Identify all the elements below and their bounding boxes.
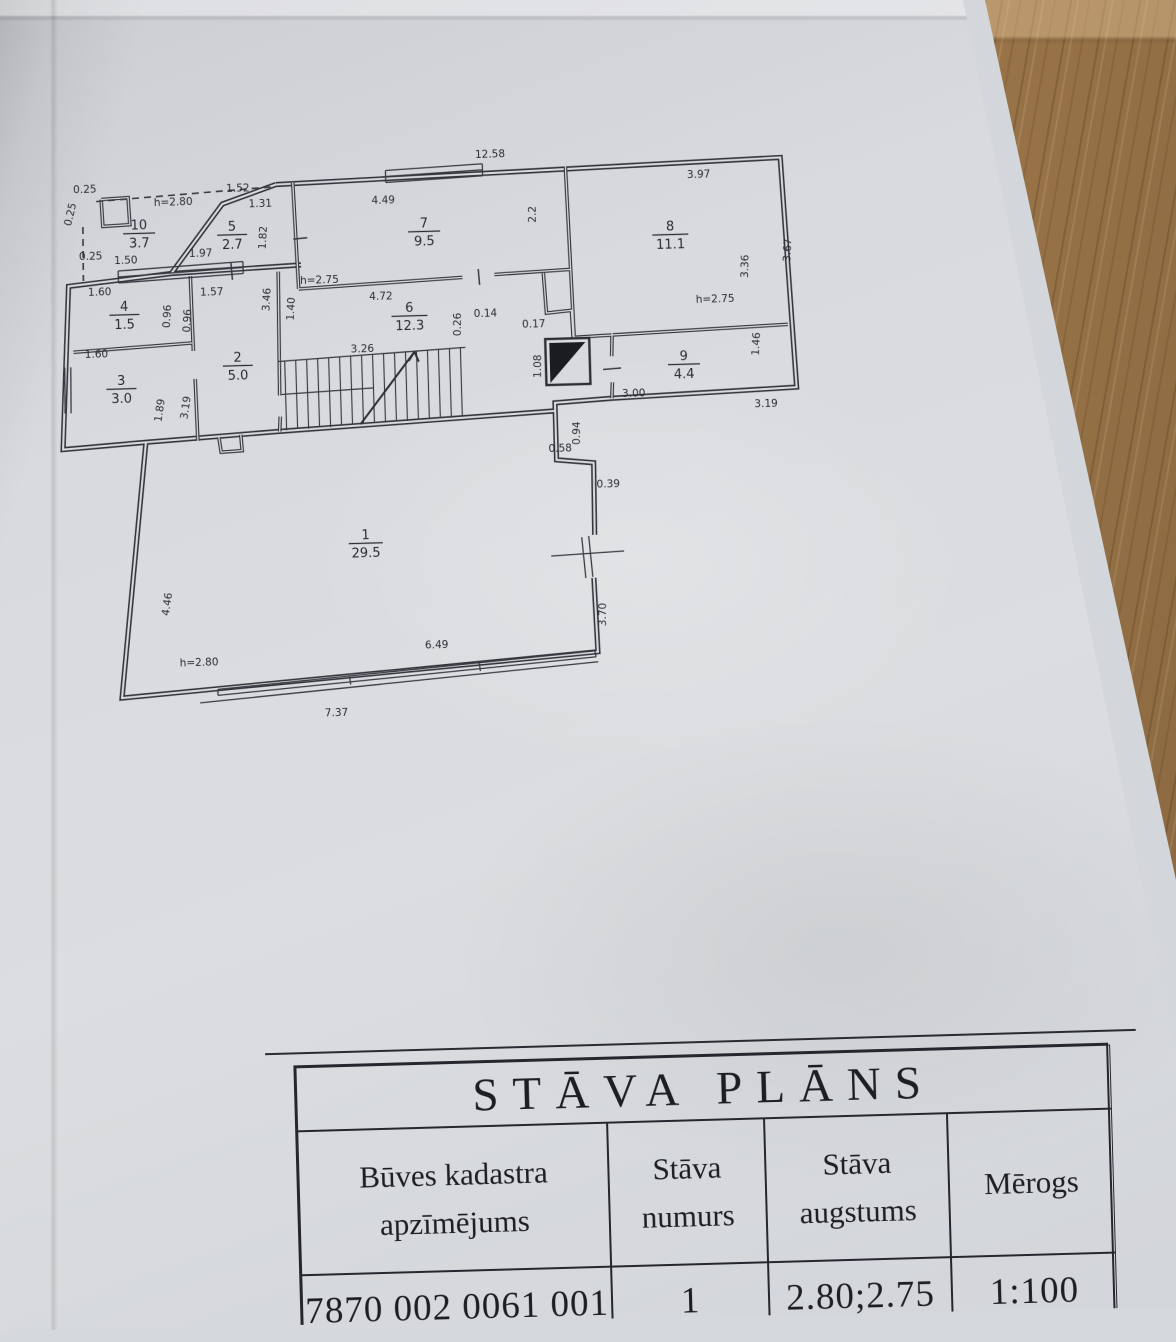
dim-label: 0.39 — [596, 478, 620, 491]
dim-label: 1.82 — [257, 226, 270, 250]
column-header-cadastre: Būves kadastra apzīmējums — [297, 1122, 612, 1276]
flue-symbol — [543, 336, 592, 387]
dim-label: 3.19 — [754, 398, 778, 411]
room-labels: 129.5 25.0 33.0 41.5 52.7 612.3 79.5 811… — [106, 216, 700, 562]
svg-text:3: 3 — [117, 374, 126, 389]
room-label: 94.4 — [667, 349, 700, 383]
svg-text:7: 7 — [420, 216, 429, 231]
svg-text:4.4: 4.4 — [674, 367, 695, 383]
svg-text:6: 6 — [405, 301, 414, 316]
room-label: 612.3 — [391, 301, 428, 334]
room-label: 33.0 — [106, 374, 137, 408]
dim-label: 0.25 — [79, 250, 103, 263]
title-block: STĀVA PLĀNS Būves kadastra apzīmējums St… — [265, 1028, 1136, 1342]
dim-label: 0.25 — [73, 184, 97, 197]
dim-label: 0.58 — [548, 442, 572, 455]
dim-label: 1.52 — [226, 182, 250, 195]
svg-text:12.3: 12.3 — [395, 318, 424, 334]
dim-label: 0.26 — [452, 312, 464, 336]
dim-label: 1.97 — [189, 247, 213, 260]
stair-direction-arrow — [359, 351, 420, 425]
dim-label: 1.50 — [114, 254, 138, 267]
svg-text:9.5: 9.5 — [414, 234, 435, 250]
dim-label: 0.14 — [474, 307, 498, 320]
dim-label: 3.19 — [178, 395, 193, 420]
svg-text:2.7: 2.7 — [222, 238, 243, 254]
svg-text:5: 5 — [228, 220, 237, 235]
svg-text:3.7: 3.7 — [129, 236, 150, 252]
room-label: 41.5 — [109, 300, 140, 334]
dim-label: 1.60 — [85, 348, 109, 361]
svg-text:11.1: 11.1 — [656, 237, 685, 253]
dim-label: 0.25 — [62, 202, 79, 228]
svg-text:8: 8 — [666, 219, 675, 234]
dim-label: 0.94 — [571, 421, 583, 445]
dim-label: 0.96 — [161, 304, 174, 328]
room-label: 79.5 — [408, 216, 441, 250]
dim-label: 1.40 — [285, 297, 298, 321]
dim-label: 1.89 — [152, 398, 167, 423]
dim-label: 2.2 — [527, 206, 539, 223]
column-header-floor-number: Stāva numurs — [607, 1118, 769, 1267]
svg-text:9: 9 — [679, 349, 688, 364]
dim-label: 4.72 — [369, 290, 393, 303]
column-header-scale: Mērogs — [946, 1108, 1116, 1258]
dim-label: 4.49 — [371, 194, 395, 207]
dim-label: 3.00 — [622, 387, 646, 400]
floor-plan-svg: 129.5 25.0 33.0 41.5 52.7 612.3 79.5 811… — [35, 148, 821, 720]
dim-label: 1.60 — [88, 286, 112, 299]
dim-label: 1.46 — [750, 332, 763, 356]
dim-label: 3.46 — [260, 287, 273, 311]
svg-text:29.5: 29.5 — [351, 546, 380, 562]
windows — [64, 163, 625, 704]
title-block-table: STĀVA PLĀNS Būves kadastra apzīmējums St… — [293, 1042, 1120, 1342]
dim-label: h=2.80 — [180, 656, 219, 669]
dim-label: 4.46 — [160, 591, 175, 616]
dim-label: 12.58 — [475, 148, 505, 161]
dashed-walls — [82, 185, 276, 281]
svg-text:1: 1 — [361, 528, 370, 543]
dim-label: 0.17 — [522, 318, 546, 331]
dim-label: 3.70 — [597, 603, 609, 626]
svg-text:5.0: 5.0 — [228, 368, 249, 384]
dim-label: 3.26 — [351, 343, 375, 356]
dim-label: 1.57 — [200, 286, 224, 299]
dim-label: 0.96 — [181, 308, 194, 332]
room-label: 103.7 — [123, 218, 156, 252]
svg-text:3.0: 3.0 — [111, 392, 132, 408]
svg-text:10: 10 — [130, 218, 147, 233]
room-label: 52.7 — [217, 220, 248, 254]
svg-text:1.5: 1.5 — [114, 318, 135, 334]
dim-label: h=2.80 — [154, 196, 193, 209]
room-label: 129.5 — [348, 528, 383, 562]
dim-label: 6.49 — [425, 639, 449, 652]
room-label: 811.1 — [652, 219, 689, 253]
dim-label: h=2.75 — [300, 274, 339, 287]
dim-label: 1.08 — [532, 354, 544, 377]
dim-label: 3.36 — [739, 254, 752, 278]
room-label: 25.0 — [222, 351, 253, 384]
svg-text:4: 4 — [120, 300, 129, 315]
dimension-labels: 12.58 4.49 2.2 3.97 3.36 3.67 h=2.75 h=2… — [62, 148, 794, 720]
column-header-floor-height: Stāva augstums — [764, 1113, 951, 1263]
staircase — [277, 346, 466, 431]
dim-label: 1.31 — [248, 198, 272, 211]
dim-label: 7.37 — [325, 707, 349, 720]
section-ticks — [230, 236, 622, 371]
dim-label: 3.97 — [687, 168, 711, 181]
dim-label: h=2.75 — [696, 293, 735, 306]
svg-text:2: 2 — [233, 351, 242, 366]
dim-label: 3.67 — [781, 238, 794, 262]
